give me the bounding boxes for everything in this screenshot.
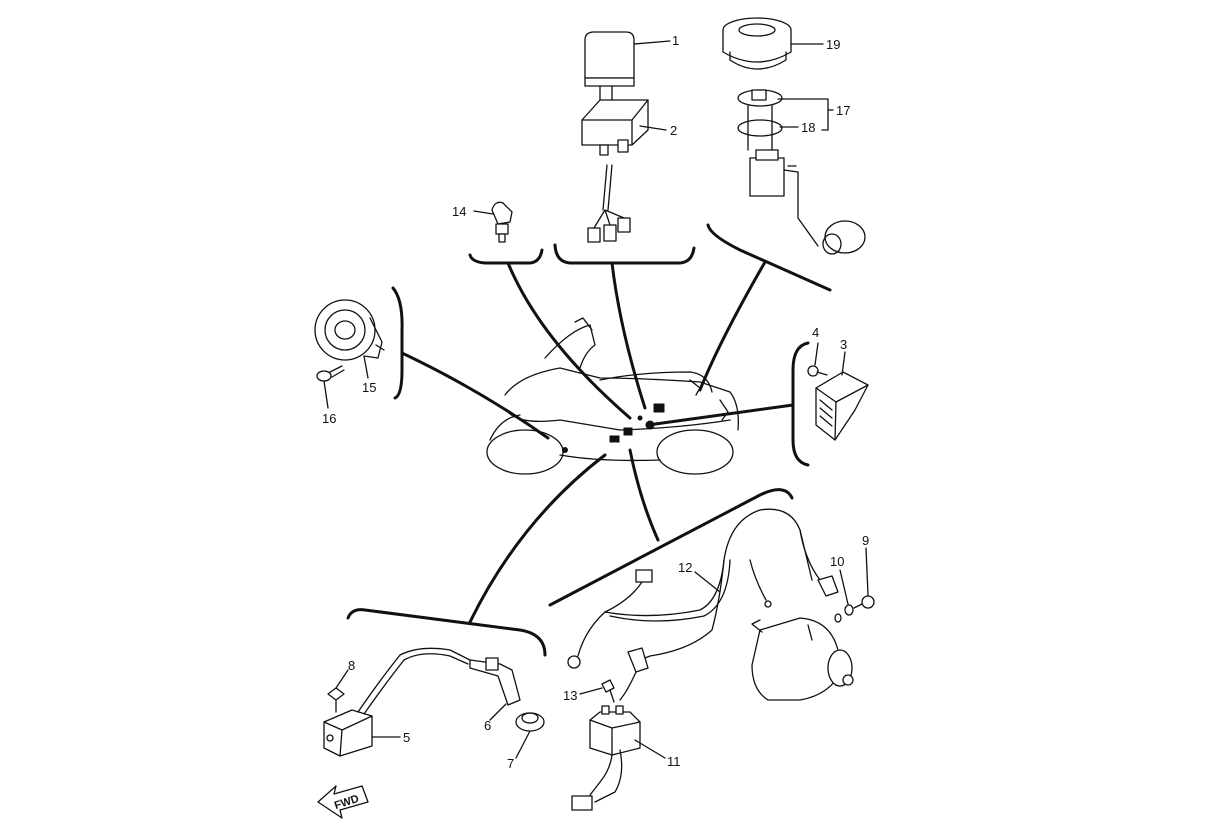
- starter-relay-11[interactable]: [571, 705, 641, 811]
- bracket-horn: [391, 286, 404, 400]
- sensor-14[interactable]: [491, 201, 513, 243]
- callout-10: 10: [830, 554, 844, 569]
- callout-8: 8: [348, 658, 355, 673]
- float-18[interactable]: [822, 220, 866, 255]
- callout-7: 7: [507, 756, 514, 771]
- callout-6: 6: [484, 718, 491, 733]
- fuel-sender-17[interactable]: [737, 89, 819, 247]
- callout-1: 1: [672, 33, 679, 48]
- boot-7[interactable]: [515, 712, 545, 732]
- callout-5: 5: [403, 730, 410, 745]
- bracket-fuel: [706, 223, 832, 292]
- callout-3: 3: [840, 337, 847, 352]
- callout-19: 19: [826, 37, 840, 52]
- bracket-starter: [548, 488, 794, 607]
- bracket-ignition: [346, 608, 547, 657]
- callout-12: 12: [678, 560, 692, 575]
- bolt-13[interactable]: [601, 679, 615, 703]
- connection-lines: [400, 260, 795, 624]
- wire-harness-12[interactable]: [567, 508, 839, 701]
- horn-15[interactable]: [314, 299, 385, 361]
- callout-15: 15: [362, 380, 376, 395]
- relay-1[interactable]: [584, 31, 635, 111]
- fuel-cap-ring-19[interactable]: [722, 17, 792, 70]
- scooter-outline: [486, 317, 739, 475]
- bracket-sensor: [468, 248, 544, 265]
- callout-9: 9: [862, 533, 869, 548]
- callout-leaders: [323, 40, 869, 759]
- callout-11: 11: [667, 754, 681, 769]
- washer-10[interactable]: [834, 604, 854, 623]
- spark-plug-cap-6[interactable]: [469, 657, 521, 706]
- starter-motor[interactable]: [751, 617, 854, 701]
- bolt-9[interactable]: [853, 595, 875, 609]
- fwd-arrow-icon: FWD: [317, 785, 369, 819]
- callout-17: 17: [836, 103, 850, 118]
- ignition-coil-5[interactable]: [323, 647, 471, 757]
- callout-labels: 1 2 3 4 5 6 7 8 9 10 11 12 13 14 15 16 1…: [322, 33, 869, 771]
- callout-18: 18: [801, 120, 815, 135]
- callout-16: 16: [322, 411, 336, 426]
- rectifier-3[interactable]: [815, 371, 869, 441]
- callout-13: 13: [563, 688, 577, 703]
- bracket-relay: [553, 243, 696, 265]
- bolt-4[interactable]: [807, 365, 828, 377]
- callout-14: 14: [452, 204, 466, 219]
- callout-4: 4: [812, 325, 819, 340]
- bolt-16[interactable]: [316, 365, 345, 382]
- callout-2: 2: [670, 123, 677, 138]
- bolt-8[interactable]: [327, 687, 345, 713]
- bracket-rectifier: [791, 341, 810, 467]
- relay-base-2[interactable]: [581, 99, 649, 243]
